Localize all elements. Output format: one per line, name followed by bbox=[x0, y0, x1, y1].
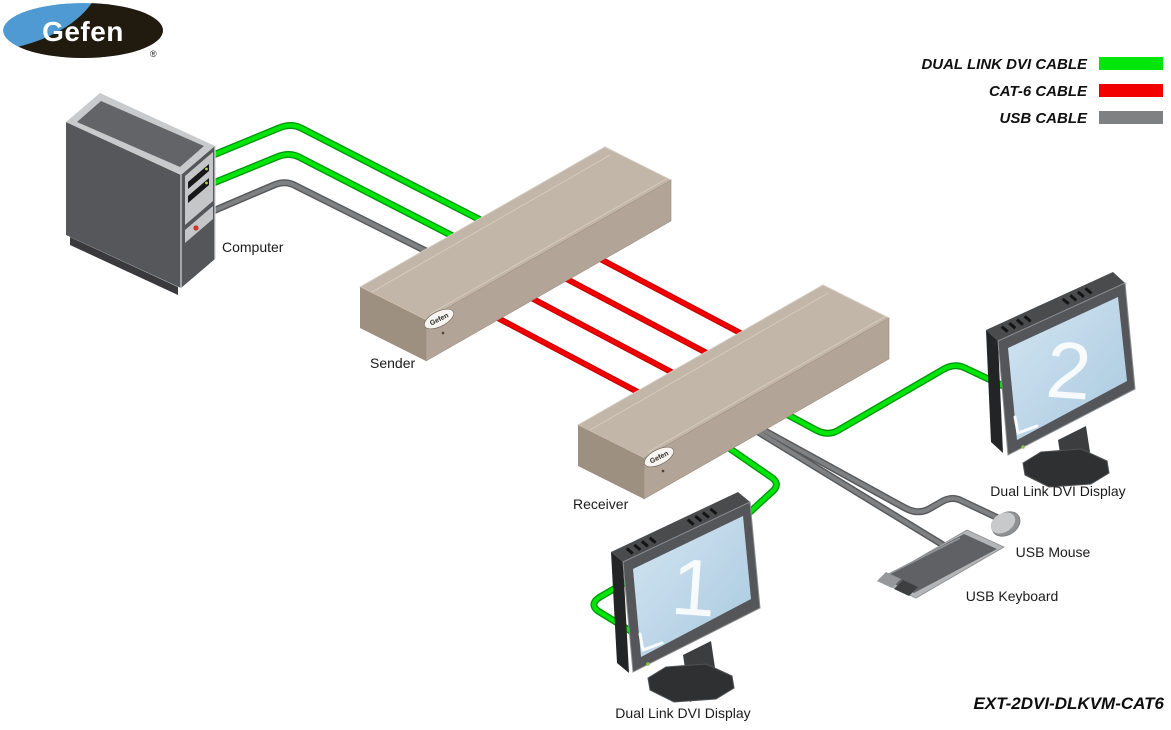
dvi-cable-disp1-a bbox=[697, 425, 779, 515]
usb-cables-receiver-out bbox=[741, 416, 1002, 552]
display2-screen-glare bbox=[1013, 415, 1039, 436]
mouse-label: USB Mouse bbox=[1016, 544, 1091, 560]
usb-cable-keyboard bbox=[752, 427, 951, 551]
display1-vents bbox=[625, 507, 718, 555]
dvi-cable-disp2 bbox=[757, 363, 1017, 436]
labels-layer: Computer Sender Receiver Dual Link DVI D… bbox=[222, 239, 1165, 721]
computer-tower-illustration bbox=[66, 93, 216, 295]
display2-label: Dual Link DVI Display bbox=[990, 483, 1125, 499]
cable-legend: DUAL LINK DVI CABLE CAT-6 CABLE USB CABL… bbox=[921, 56, 1163, 127]
receiver-panel-seams bbox=[589, 292, 887, 453]
computer-power-button bbox=[193, 225, 199, 231]
sender-power-led bbox=[441, 331, 445, 335]
dvi-cable-receiver-to-display1 bbox=[590, 424, 780, 650]
brand-wordmark: Gefen bbox=[42, 16, 124, 47]
computer-side-face bbox=[66, 122, 181, 288]
display1-label: Dual Link DVI Display bbox=[615, 705, 750, 721]
usb-keyboard-illustration bbox=[877, 529, 1005, 599]
usb-cable-computer-to-sender bbox=[202, 179, 456, 268]
computer-top-inset bbox=[77, 101, 204, 167]
mouse-body bbox=[990, 512, 1016, 534]
display1-screen bbox=[633, 516, 751, 657]
display2-stand-base bbox=[1022, 448, 1110, 488]
sender-label: Sender bbox=[370, 355, 415, 371]
keyboard-label: USB Keyboard bbox=[966, 588, 1059, 604]
usb-mouse-illustration bbox=[990, 511, 1021, 537]
display2-side-edge bbox=[986, 330, 1003, 453]
dvi-cables-computer-to-sender bbox=[202, 122, 504, 253]
display2-screen bbox=[1008, 297, 1127, 440]
display1-stand-base bbox=[647, 663, 735, 703]
receiver-box: Gefen bbox=[576, 284, 891, 500]
dvi-cable-src-2 bbox=[203, 152, 481, 252]
drive-bay-2 bbox=[188, 178, 209, 203]
display1-power-led bbox=[646, 662, 650, 666]
legend-swatch-usb bbox=[1099, 111, 1163, 124]
usb-cable-src bbox=[203, 180, 455, 267]
dvi-cable-receiver-to-display2 bbox=[756, 362, 1018, 437]
receiver-end-face bbox=[578, 425, 644, 499]
drive-led-1 bbox=[205, 167, 208, 171]
keyboard-dark-block bbox=[894, 580, 918, 596]
gefen-logo: Gefen ® bbox=[3, 3, 163, 59]
legend-swatch-dvi bbox=[1099, 57, 1163, 70]
display2-illustration: 2 bbox=[986, 272, 1136, 488]
sender-end-face bbox=[360, 287, 426, 361]
display1-screen-number: 1 bbox=[669, 542, 720, 634]
computer-lower-panel bbox=[185, 206, 213, 243]
drive-led-2 bbox=[205, 181, 208, 185]
product-model-label: EXT-2DVI-DLKVM-CAT6 bbox=[974, 694, 1165, 713]
keyboard-keys-area bbox=[881, 534, 997, 593]
registered-mark: ® bbox=[150, 49, 157, 59]
legend-label-usb: USB CABLE bbox=[999, 110, 1087, 127]
computer-label: Computer bbox=[222, 239, 284, 255]
computer-foot bbox=[70, 237, 178, 295]
dvi-cable-src-1 bbox=[203, 123, 503, 233]
display2-power-led bbox=[1021, 445, 1025, 449]
computer-edge-highlights bbox=[180, 146, 216, 288]
receiver-label: Receiver bbox=[573, 496, 629, 512]
display2-screen-number: 2 bbox=[1044, 325, 1095, 417]
sender-panel-seams bbox=[371, 154, 669, 315]
legend-label-dvi: DUAL LINK DVI CABLE bbox=[921, 56, 1088, 73]
legend-label-cat6: CAT-6 CABLE bbox=[989, 83, 1088, 100]
keyboard-left-block bbox=[877, 572, 901, 588]
dvi-cable-disp1-b bbox=[591, 565, 658, 649]
display1-illustration: 1 bbox=[611, 492, 761, 703]
usb-cable-mouse bbox=[742, 417, 1001, 521]
sender-badge bbox=[424, 308, 454, 330]
receiver-badge bbox=[644, 446, 674, 468]
drive-bay-1 bbox=[188, 164, 209, 189]
display1-screen-glare bbox=[638, 632, 664, 653]
keyboard-key-highlight bbox=[886, 537, 961, 576]
logo-dark-swoosh bbox=[3, 3, 163, 58]
display1-side-edge bbox=[611, 552, 629, 673]
legend-swatch-cat6 bbox=[1099, 84, 1163, 97]
sender-box: Gefen bbox=[358, 146, 673, 362]
display2-vents bbox=[1000, 287, 1093, 333]
receiver-power-led bbox=[661, 469, 665, 473]
